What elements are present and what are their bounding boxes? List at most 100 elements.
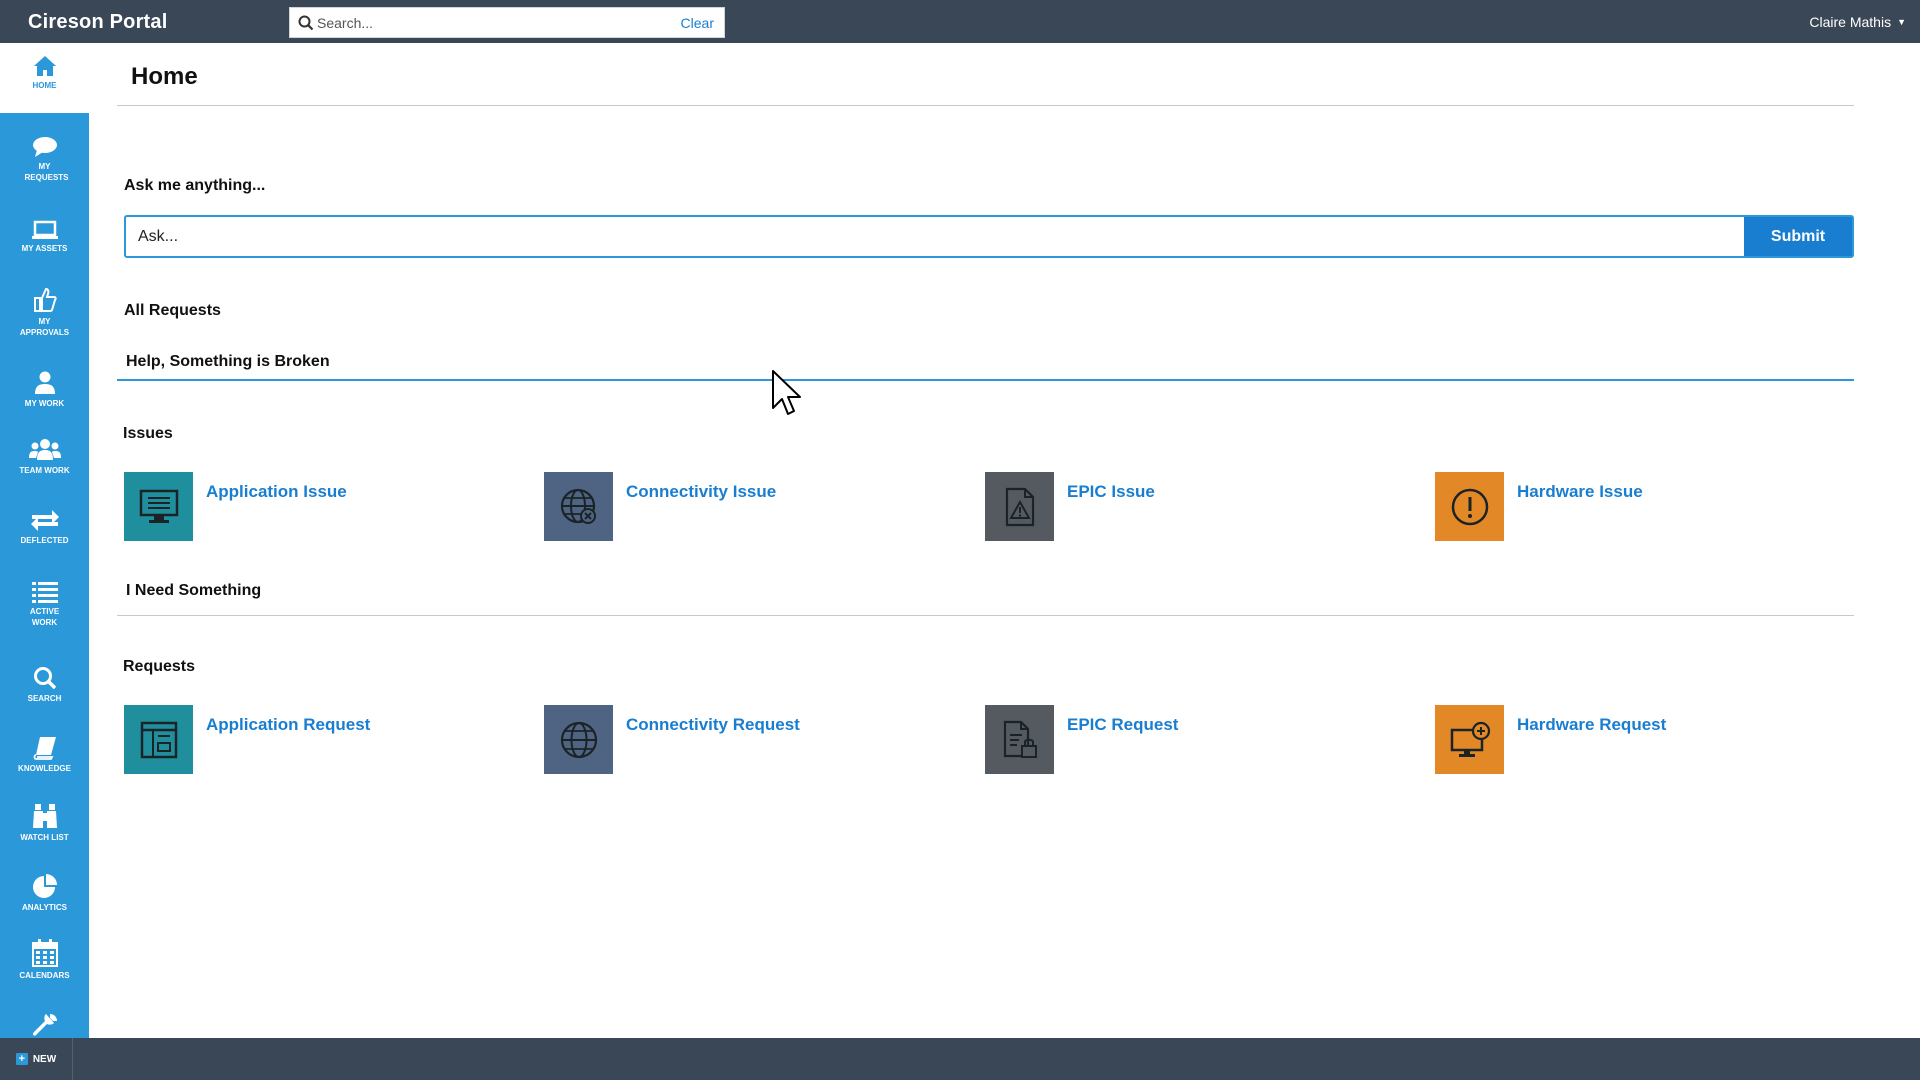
bottom-bar: + NEW [0, 1038, 1920, 1080]
new-label: NEW [32, 1053, 57, 1065]
sidebar-item-home[interactable]: Home [0, 43, 89, 113]
tile-icon-box [544, 705, 613, 774]
user-menu[interactable]: Claire Mathis ▼ [1809, 14, 1906, 30]
tile-icon-box [1435, 472, 1504, 541]
tile-hardware-issue[interactable]: Hardware Issue [1435, 472, 1643, 541]
document-lock-icon [1003, 720, 1037, 758]
user-icon [34, 371, 55, 394]
list-icon [31, 582, 58, 603]
section-divider [117, 379, 1854, 381]
wrench-icon [32, 1014, 57, 1036]
sidebar-item-label: Team Work [19, 466, 70, 475]
top-bar: Cireson Portal Clear Claire Mathis ▼ [0, 0, 1920, 43]
tile-label: Application Issue [206, 482, 347, 501]
tile-label: Connectivity Request [626, 715, 800, 734]
main-content: Home Ask me anything... Submit All Reque… [89, 43, 1920, 1038]
sidebar-item-deflected[interactable]: Deflected [0, 508, 89, 546]
sidebar-item-watch-list[interactable]: Watch List [0, 803, 89, 843]
sidebar-item-my-work[interactable]: My Work [0, 371, 89, 409]
section-divider [117, 615, 1854, 616]
sidebar-item-label: Watch List [20, 833, 69, 842]
team-icon [28, 439, 61, 460]
document-warning-icon [1005, 487, 1034, 526]
tile-label: Hardware Request [1517, 715, 1667, 734]
tile-icon-box [985, 472, 1054, 541]
sidebar-item-label: My Approvals [19, 317, 70, 337]
calendar-icon [31, 939, 58, 967]
sidebar-item-label: My Requests [24, 162, 69, 182]
tile-epic-request[interactable]: EPIC Request [985, 705, 1178, 774]
sidebar-item-my-assets[interactable]: My Assets [0, 220, 89, 254]
user-name: Claire Mathis [1809, 14, 1892, 30]
sidebar-item-active-work[interactable]: Active Work [0, 581, 89, 628]
tile-epic-issue[interactable]: EPIC Issue [985, 472, 1155, 541]
tile-connectivity-request[interactable]: Connectivity Request [544, 705, 800, 774]
globe-icon [560, 721, 597, 758]
sidebar-item-knowledge[interactable]: Knowledge [0, 736, 89, 774]
submit-button[interactable]: Submit [1744, 217, 1852, 256]
page-title: Home [131, 63, 198, 90]
deflected-icon [30, 510, 59, 531]
tile-icon-box [544, 472, 613, 541]
chevron-down-icon: ▼ [1897, 17, 1906, 27]
sidebar-item-label: Analytics [21, 903, 68, 912]
app-title[interactable]: Cireson Portal [28, 11, 168, 33]
section-title-need: I Need Something [126, 582, 262, 599]
search-icon [33, 667, 56, 690]
section-title-broken: Help, Something is Broken [126, 353, 330, 370]
sidebar: Home My Requests My Assets My Approvals … [0, 43, 89, 1038]
title-divider [117, 105, 1854, 106]
tile-label: Application Request [206, 715, 371, 734]
tile-label: Connectivity Issue [626, 482, 777, 501]
sidebar-item-label: Home [32, 81, 57, 90]
binoculars-icon [32, 804, 57, 828]
home-icon [33, 56, 56, 76]
tile-icon-box [1435, 705, 1504, 774]
chat-bubble-icon [32, 137, 57, 157]
laptop-icon [31, 220, 58, 239]
issues-label: Issues [123, 425, 173, 442]
search-input[interactable] [317, 12, 657, 34]
sidebar-item-label: My Work [24, 399, 65, 408]
plus-icon: + [15, 1053, 28, 1065]
sidebar-item-label: Knowledge [18, 764, 71, 773]
search-icon [298, 15, 314, 31]
mouse-cursor-icon [772, 370, 801, 415]
pie-chart-icon [32, 874, 57, 898]
ask-box: Submit [124, 215, 1854, 258]
sidebar-item-my-requests[interactable]: My Requests [0, 136, 89, 183]
book-icon [33, 737, 56, 760]
tile-label: Hardware Issue [1517, 482, 1643, 501]
sidebar-item-search[interactable]: Search [0, 666, 89, 704]
sidebar-item-label: Deflected [20, 536, 69, 545]
tile-icon-box [124, 705, 193, 774]
tile-label: EPIC Issue [1067, 482, 1155, 501]
app-window-icon [140, 721, 177, 758]
global-search[interactable]: Clear [289, 7, 725, 38]
monitor-plus-icon [1450, 721, 1490, 757]
sidebar-item-label: Calendars [19, 971, 70, 980]
sidebar-item-analytics[interactable]: Analytics [0, 873, 89, 913]
tile-application-issue[interactable]: Application Issue [124, 472, 347, 541]
ask-input[interactable] [138, 226, 1718, 248]
sidebar-item-calendars[interactable]: Calendars [0, 939, 89, 981]
sidebar-item-team-work[interactable]: Team Work [0, 438, 89, 476]
ask-label: Ask me anything... [124, 177, 266, 194]
tile-application-request[interactable]: Application Request [124, 705, 370, 774]
sidebar-item-admin[interactable] [0, 1013, 89, 1038]
tile-icon-box [124, 472, 193, 541]
tile-hardware-request[interactable]: Hardware Request [1435, 705, 1666, 774]
tile-connectivity-issue[interactable]: Connectivity Issue [544, 472, 776, 541]
tile-label: EPIC Request [1067, 715, 1179, 734]
sidebar-item-label: Active Work [29, 607, 60, 627]
monitor-list-icon [139, 489, 178, 523]
sidebar-item-my-approvals[interactable]: My Approvals [0, 287, 89, 338]
sidebar-item-label: My Assets [21, 244, 68, 253]
sidebar-item-label: Search [27, 694, 62, 703]
clear-search-button[interactable]: Clear [680, 15, 714, 31]
tile-icon-box [985, 705, 1054, 774]
all-requests-label: All Requests [124, 302, 221, 319]
new-button[interactable]: + NEW [0, 1038, 73, 1080]
thumbs-up-icon [33, 287, 57, 312]
requests-label: Requests [123, 658, 196, 675]
